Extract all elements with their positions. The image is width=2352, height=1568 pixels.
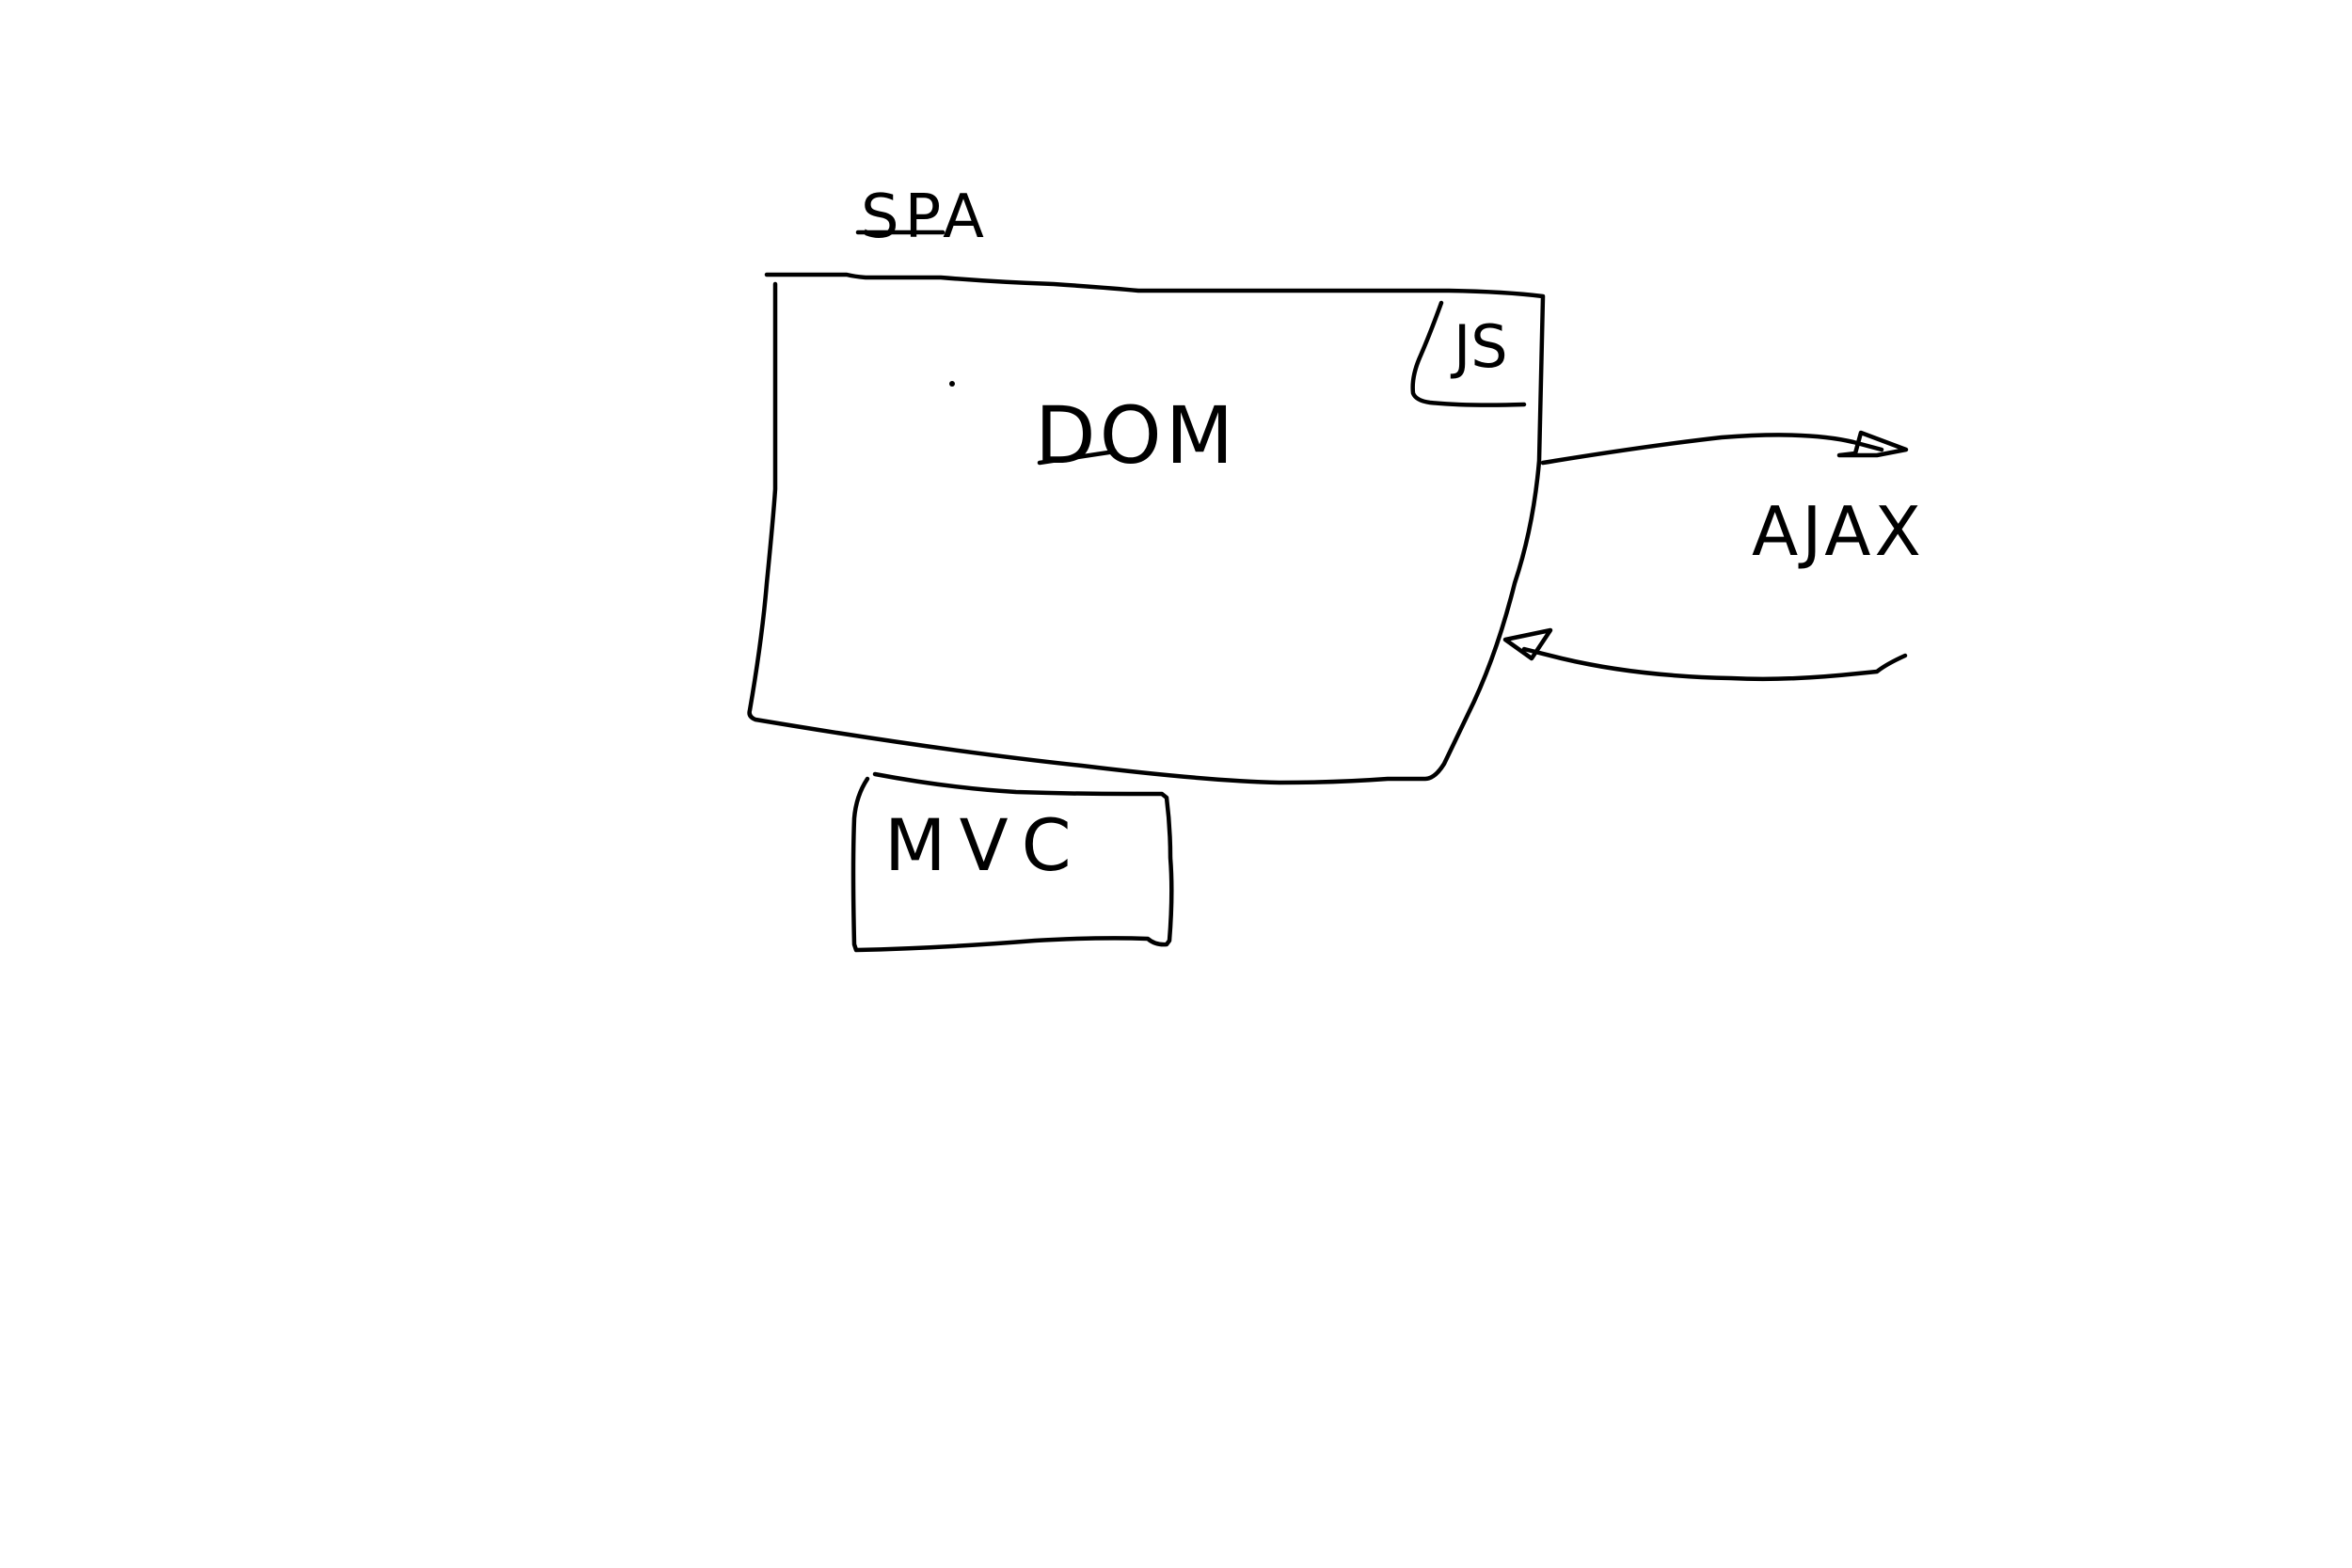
ajax-label: AJAX <box>1752 492 1925 571</box>
ajax-incoming-arrow <box>1521 646 1908 682</box>
dom-box <box>747 272 1546 785</box>
js-box <box>1410 300 1527 407</box>
stray-dot <box>949 381 955 387</box>
ajax-incoming-arrowhead <box>1502 627 1553 661</box>
ajax-outgoing-arrowhead <box>1836 430 1909 458</box>
spa-label: SPA <box>861 182 990 252</box>
mvc-label: MVC <box>884 803 1085 887</box>
ajax-outgoing-arrow <box>1540 433 1884 466</box>
mvc-box <box>850 771 1174 953</box>
js-label: JS <box>1450 312 1508 381</box>
dom-label: DOM <box>1035 389 1237 482</box>
dom-underline <box>1037 449 1118 466</box>
